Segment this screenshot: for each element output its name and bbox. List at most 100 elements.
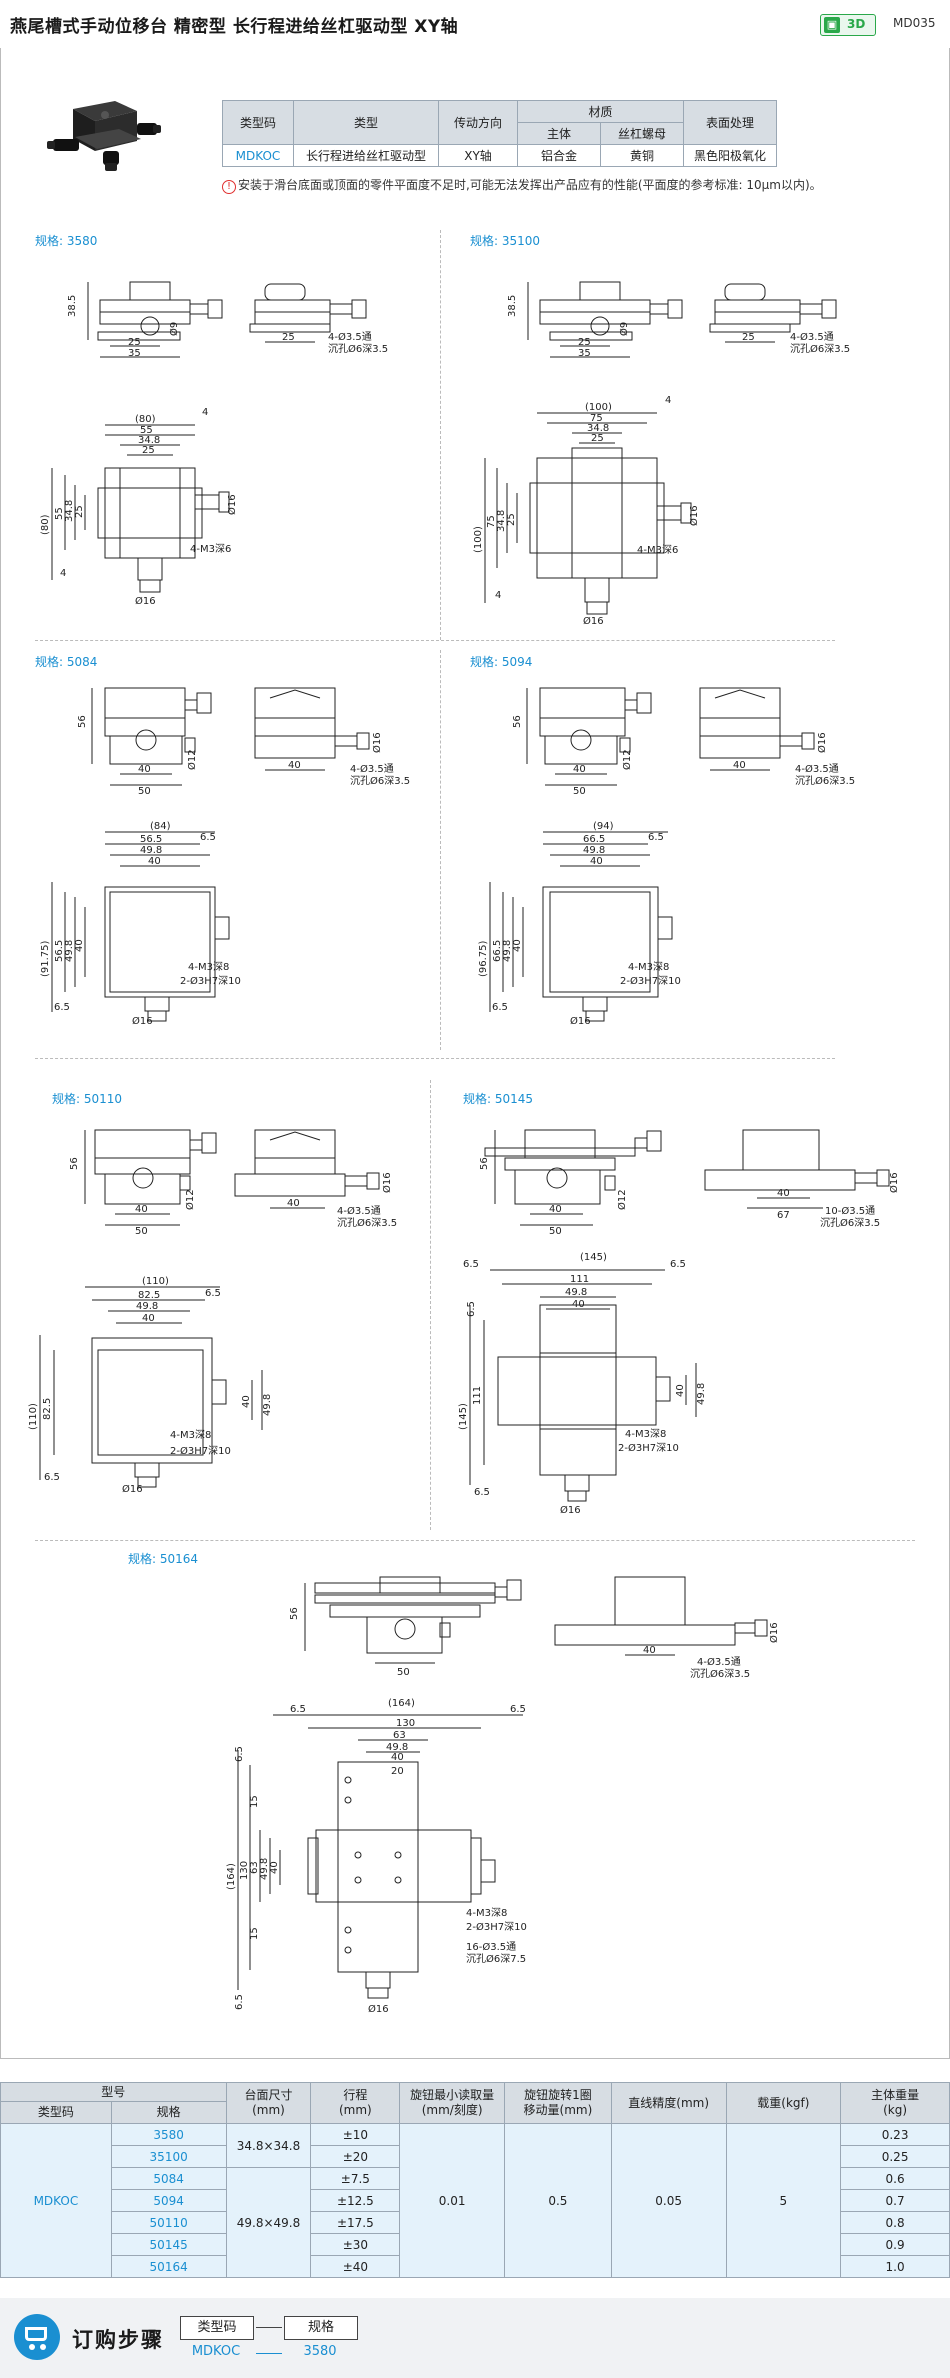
cell-spec-5[interactable]: 50145 — [110, 2233, 227, 2256]
dim-5084-hole1: 4-Ø3.5通 — [350, 763, 394, 775]
dim-50164-l164: (164) — [226, 1863, 237, 1890]
h-spec: 规格 — [110, 2101, 227, 2124]
dim-50110-l65: 6.5 — [44, 1472, 60, 1483]
dim-35100-l100: (100) — [473, 526, 484, 553]
dim-3580-w2: 35 — [128, 348, 141, 359]
dim-50145-w1: 40 — [549, 1204, 562, 1215]
dim-50145-r1: Ø16 — [888, 1172, 900, 1193]
cell-weight-4: 0.8 — [840, 2211, 950, 2234]
dim-35100-w1: 25 — [578, 337, 591, 348]
cell-spec-2[interactable]: 5084 — [110, 2167, 227, 2190]
dim-3580-t348: 34.8 — [138, 435, 160, 446]
dim-3580-r: Ø16 — [226, 494, 238, 515]
cell-spec-1[interactable]: 35100 — [110, 2145, 227, 2168]
h-table-size: 台面尺寸 (mm) — [225, 2082, 312, 2124]
dim-50164-knob: Ø16 — [368, 2003, 389, 2015]
dim-50164-h: 56 — [289, 1607, 300, 1620]
dim-5094-l40: 40 — [512, 939, 523, 952]
dim-3580-t25: 25 — [142, 445, 155, 456]
cell-stroke-2: ±7.5 — [310, 2167, 401, 2190]
cell-spec-4[interactable]: 50110 — [110, 2211, 227, 2234]
cell-weight-6: 1.0 — [840, 2255, 950, 2278]
dim-50164-m3: 4-M3深8 — [466, 1907, 507, 1919]
dim-50164-l63: 63 — [249, 1861, 260, 1874]
drawing-50164-side: 56 50 40 4-Ø3.5通 沉孔Ø6深3.5 Ø16 — [289, 1576, 780, 1680]
dim-50110-l498: 49.8 — [262, 1394, 273, 1416]
dim-50164-r1: Ø16 — [768, 1622, 780, 1643]
dim-50164-w1: 50 — [397, 1667, 410, 1678]
h-nut: 丝杠螺母 — [600, 122, 684, 145]
dim-50110-p: Ø12 — [184, 1189, 196, 1210]
dim-3580-hole1: 4-Ø3.5通 — [328, 331, 372, 343]
drawing-3580-top: (80) 55 34.8 25 4 (80) 55 34.8 25 4 4-M3… — [40, 407, 238, 607]
dim-3580-t80: (80) — [135, 414, 156, 425]
divider-v2 — [440, 650, 441, 1050]
dim-5094-r1: Ø16 — [816, 732, 828, 753]
dim-50164-hole16a: 16-Ø3.5通 — [466, 1941, 516, 1953]
dim-5084-t498: 49.8 — [140, 845, 162, 856]
dim-5084-t565: 56.5 — [140, 834, 162, 845]
dim-35100-t75: 75 — [590, 413, 603, 424]
dim-35100-h: 38.5 — [507, 295, 518, 317]
dim-50145-m3: 4-M3深8 — [625, 1428, 666, 1440]
page-title: 燕尾槽式手动位移台 精密型 长行程进给丝杠驱动型 XY轴 — [10, 17, 459, 37]
dim-5084-l9175: (91.75) — [40, 940, 51, 977]
dim-50145-t65a: 6.5 — [463, 1259, 479, 1270]
dim-5084-l498: 49.8 — [64, 940, 75, 962]
spec-label-35100: 规格: 35100 — [470, 234, 541, 248]
dim-35100-l4: 4 — [495, 590, 501, 601]
spec-label-50110: 规格: 50110 — [52, 1092, 123, 1106]
dim-50164-l15b: 15 — [249, 1927, 260, 1940]
3d-label: 3D — [847, 17, 866, 31]
dim-50145-t145: (145) — [580, 1252, 607, 1263]
note-text: 安装于滑台底面或顶面的零件平面度不足时,可能无法发挥出产品应有的性能(平面度的参… — [238, 178, 822, 192]
catalog-code: MD035 — [893, 16, 936, 30]
dim-50110-knob: Ø16 — [122, 1483, 143, 1495]
dim-50145-t65b: 6.5 — [670, 1259, 686, 1270]
divider-h2 — [35, 1058, 835, 1059]
dim-3580-l25: 25 — [74, 505, 85, 518]
h-stroke: 行程 (mm) — [310, 2082, 401, 2124]
order-title: 订购步骤 — [72, 2328, 164, 2352]
cell-weight-3: 0.7 — [840, 2189, 950, 2212]
dim-50110-w2: 50 — [135, 1226, 148, 1237]
dim-50145-l498: 49.8 — [696, 1383, 707, 1405]
cell-knob-min: 0.01 — [399, 2123, 506, 2278]
dim-5094-t40: 40 — [590, 856, 603, 867]
order-connector — [256, 2327, 282, 2328]
dim-5094-h: 56 — [512, 715, 523, 728]
v-type-code: MDKOC — [222, 144, 294, 167]
spec-label-5084: 规格: 5084 — [35, 655, 98, 669]
dim-5084-s1: 40 — [288, 760, 301, 771]
dim-50110-hole2: 沉孔Ø6深3.5 — [337, 1216, 397, 1229]
dim-50110-m3: 4-M3深8 — [170, 1429, 211, 1441]
dim-50145-pin: 2-Ø3H7深10 — [618, 1442, 679, 1454]
drawing-5094-side: 56 40 50 Ø12 40 4-Ø3.5通 沉孔Ø6深3.5 Ø16 — [512, 687, 855, 797]
cell-type-code: MDKOC — [0, 2123, 112, 2278]
drawing-50164-top: (164) 130 63 49.8 40 20 6.5 6.5 (164) 13… — [226, 1698, 527, 2015]
3d-badge-button[interactable]: ▣ 3D — [820, 14, 876, 36]
dim-5084-l40: 40 — [74, 939, 85, 952]
dim-50145-l65b: 6.5 — [474, 1487, 490, 1498]
dim-35100-p: Ø9 — [618, 322, 630, 336]
dim-5094-hole2: 沉孔Ø6深3.5 — [795, 774, 855, 787]
dim-5094-t665: 66.5 — [583, 834, 605, 845]
dim-5094-hole1: 4-Ø3.5通 — [795, 763, 839, 775]
dim-35100-t25: 25 — [591, 433, 604, 444]
dim-50110-w1: 40 — [135, 1204, 148, 1215]
order-box-spec: 规格 — [284, 2316, 358, 2340]
dim-50110-pin: 2-Ø3H7深10 — [170, 1445, 231, 1457]
cell-spec-6[interactable]: 50164 — [110, 2255, 227, 2278]
dim-3580-w1: 25 — [128, 337, 141, 348]
cell-spec-3[interactable]: 5094 — [110, 2189, 227, 2212]
drawing-50110-side: 56 40 50 Ø12 40 4-Ø3.5通 沉孔Ø6深3.5 Ø16 — [69, 1129, 397, 1237]
dim-35100-hole2: 沉孔Ø6深3.5 — [790, 342, 850, 355]
dim-50110-hole1: 4-Ø3.5通 — [337, 1205, 381, 1217]
dim-50110-l110: (110) — [28, 1403, 39, 1430]
dim-35100-s1: 25 — [742, 332, 755, 343]
dim-35100-hole1: 4-Ø3.5通 — [790, 331, 834, 343]
dim-35100-w2: 35 — [578, 348, 591, 359]
cell-spec-0[interactable]: 3580 — [110, 2123, 227, 2146]
order-val-type-code: MDKOC — [191, 2344, 241, 2359]
cell-stroke-5: ±30 — [310, 2233, 401, 2256]
